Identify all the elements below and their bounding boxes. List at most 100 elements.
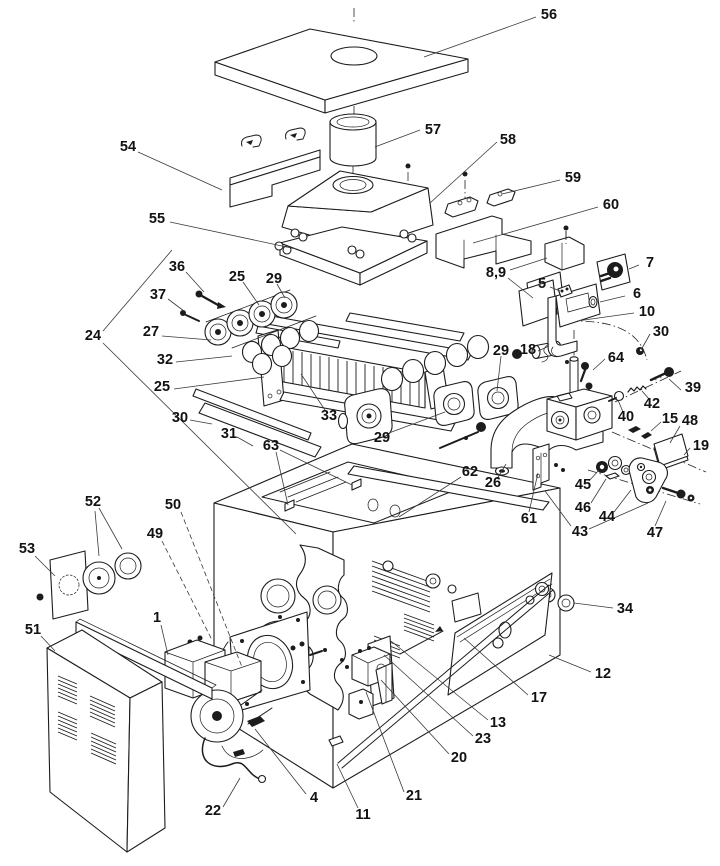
leader-52a [94, 510, 100, 557]
callout-34: 34 [617, 601, 633, 617]
callout-labels: 56 57 58 59 60 54 55 7 8,9 5 6 10 30 18 … [19, 7, 709, 823]
screw [36, 593, 44, 601]
callout-42: 42 [644, 396, 660, 412]
callout-7: 7 [646, 255, 654, 271]
sight-plate-48-19 [653, 433, 689, 471]
leader-7 [628, 264, 640, 270]
callout-15: 15 [662, 411, 678, 427]
leader-11 [336, 763, 359, 809]
bolt-39 [649, 367, 674, 382]
leader-54 [137, 151, 223, 191]
callout-53: 53 [19, 541, 35, 557]
clip [241, 134, 262, 148]
bracket-59 [444, 188, 516, 218]
leader-43a [544, 490, 572, 527]
leader-8-9b [509, 257, 548, 271]
control-cluster [518, 225, 631, 364]
igniter-5 [557, 284, 573, 298]
callout-13: 13 [490, 715, 506, 731]
lid-56 [214, 28, 469, 114]
leader-44 [613, 489, 632, 513]
leader-50 [180, 511, 243, 668]
leader-55 [169, 221, 297, 250]
callout-21: 21 [406, 788, 422, 804]
callout-45: 45 [575, 477, 591, 493]
callout-44: 44 [599, 509, 615, 525]
leader-61 [528, 472, 539, 513]
leader-22 [222, 777, 241, 808]
callout-46: 46 [575, 500, 591, 516]
leader-52b [98, 507, 123, 550]
callout-12: 12 [595, 666, 611, 682]
callout-30b: 30 [653, 324, 669, 340]
leader-37 [167, 298, 185, 312]
leader-18 [537, 345, 550, 352]
callout-17: 17 [531, 690, 547, 706]
callout-60: 60 [603, 197, 619, 213]
panel-54 [229, 149, 321, 208]
callout-54: 54 [120, 139, 136, 155]
bracket-4 [247, 716, 265, 727]
callout-29c: 29 [493, 343, 509, 359]
callout-6: 6 [633, 286, 641, 302]
heat-exchanger [180, 289, 519, 458]
leader-63b [279, 449, 353, 486]
leader-32 [175, 355, 233, 363]
callout-47: 47 [647, 525, 663, 541]
insulation-tab [351, 478, 362, 491]
leader-42 [641, 390, 650, 400]
grommet-6 [588, 295, 598, 309]
callout-19: 19 [693, 438, 709, 454]
leader-57 [374, 129, 421, 148]
callout-43: 43 [572, 524, 588, 540]
callout-51: 51 [25, 622, 41, 638]
callout-4: 4 [310, 790, 318, 806]
callout-8-9: 8,9 [486, 265, 506, 281]
callout-40: 40 [618, 409, 634, 425]
heat-shield [544, 236, 585, 271]
flue-baffle-60 [435, 215, 532, 269]
rail-30 [192, 388, 312, 441]
gas-train [490, 340, 689, 491]
callout-30a: 30 [172, 410, 188, 426]
clip-15b [641, 432, 652, 439]
manifold-bolt-37 [180, 310, 200, 322]
callout-20: 20 [451, 750, 467, 766]
grommet-34 [557, 594, 575, 612]
callout-26: 26 [485, 475, 501, 491]
callout-50: 50 [165, 497, 181, 513]
gas-valve [546, 388, 613, 472]
callout-48: 48 [682, 413, 698, 429]
callout-56: 56 [541, 7, 557, 23]
leader-15 [650, 421, 662, 432]
top-stack [214, 28, 532, 286]
unitherm-kit [596, 455, 695, 504]
leader-64 [592, 358, 606, 371]
leader-10 [576, 312, 635, 322]
callout-29b: 29 [374, 430, 390, 446]
callout-32: 32 [157, 352, 173, 368]
callout-22: 22 [205, 803, 221, 819]
leader-51 [40, 635, 56, 652]
callout-11: 11 [355, 807, 370, 823]
callout-29a: 29 [266, 271, 282, 287]
leader-25b [173, 376, 265, 390]
collar-57 [329, 113, 377, 167]
callout-5: 5 [538, 276, 546, 292]
side-panel-12 [337, 572, 554, 769]
leader-30a [189, 419, 213, 425]
leader-24a [102, 249, 173, 332]
leader-21 [365, 691, 405, 793]
venturi-manifold [204, 289, 317, 349]
callout-27: 27 [143, 324, 159, 340]
leader-29c [496, 355, 502, 392]
callout-58: 58 [500, 132, 516, 148]
spring-42 [627, 385, 647, 393]
diagram-artwork [36, 8, 707, 853]
leader-49 [161, 540, 213, 641]
clip-15 [628, 426, 641, 433]
leader-29a [276, 283, 286, 299]
top-rail [75, 621, 213, 700]
